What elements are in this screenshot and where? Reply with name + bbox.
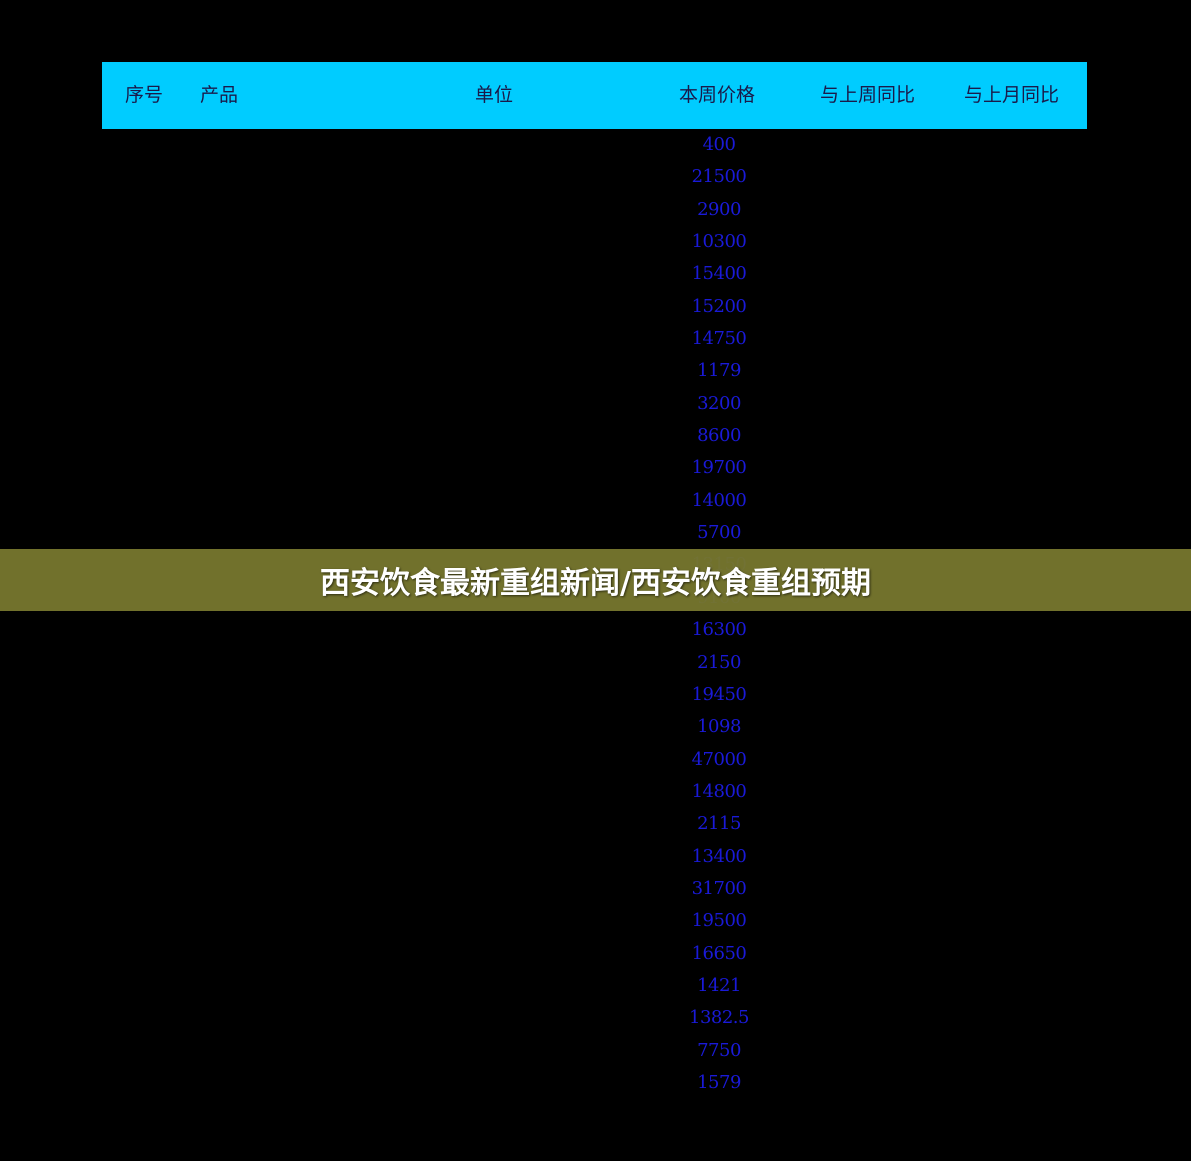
banner-title: 西安饮食最新重组新闻/西安饮食重组预期 xyxy=(320,566,871,601)
price-cell: 15200 xyxy=(691,295,747,317)
price-cell: 14750 xyxy=(691,328,747,350)
price-cell: 31700 xyxy=(691,877,747,899)
price-cell: 19700 xyxy=(691,457,747,479)
price-cell: 2900 xyxy=(697,198,741,220)
price-cell: 47000 xyxy=(691,748,747,770)
table-header: 序号 产品 单位 本周价格 与上周同比 与上月同比 xyxy=(102,62,1087,129)
price-cell: 10300 xyxy=(691,231,747,253)
price-cell: 7750 xyxy=(697,1039,741,1061)
header-unit: 单位 xyxy=(475,84,514,106)
price-cell: 21500 xyxy=(691,166,747,188)
price-cell: 16300 xyxy=(691,619,747,641)
price-cell: 14000 xyxy=(691,489,747,511)
price-cell: 13400 xyxy=(691,845,747,867)
price-column: 400 21500 2900 10300 15400 15200 14750 1179 3200… xyxy=(669,129,769,1099)
price-cell: 400 xyxy=(702,134,736,155)
price-cell: 2150 xyxy=(697,651,741,673)
header-price: 本周价格 xyxy=(679,84,756,106)
price-cell: 14800 xyxy=(691,780,747,802)
title-banner: 西安饮食最新重组新闻/西安饮食重组预期 xyxy=(0,549,1191,611)
header-week-compare: 与上周同比 xyxy=(820,84,916,106)
price-cell: 2115 xyxy=(697,813,741,835)
price-cell: 3200 xyxy=(697,392,741,414)
price-cell: 1098 xyxy=(697,716,741,738)
price-cell: 1179 xyxy=(697,360,741,382)
price-cell: 19450 xyxy=(691,683,747,705)
price-cell: 15400 xyxy=(691,263,747,285)
price-cell: 8600 xyxy=(697,425,741,447)
price-cell: 19500 xyxy=(691,910,747,932)
price-cell: 1382.5 xyxy=(689,1007,749,1029)
header-product: 产品 xyxy=(200,84,239,106)
header-seq: 序号 xyxy=(125,84,164,106)
price-cell: 5700 xyxy=(697,522,741,544)
price-cell: 1421 xyxy=(697,974,741,996)
header-month-compare: 与上月同比 xyxy=(964,84,1060,106)
price-cell: 16650 xyxy=(691,942,747,964)
price-cell: 1579 xyxy=(697,1071,741,1093)
